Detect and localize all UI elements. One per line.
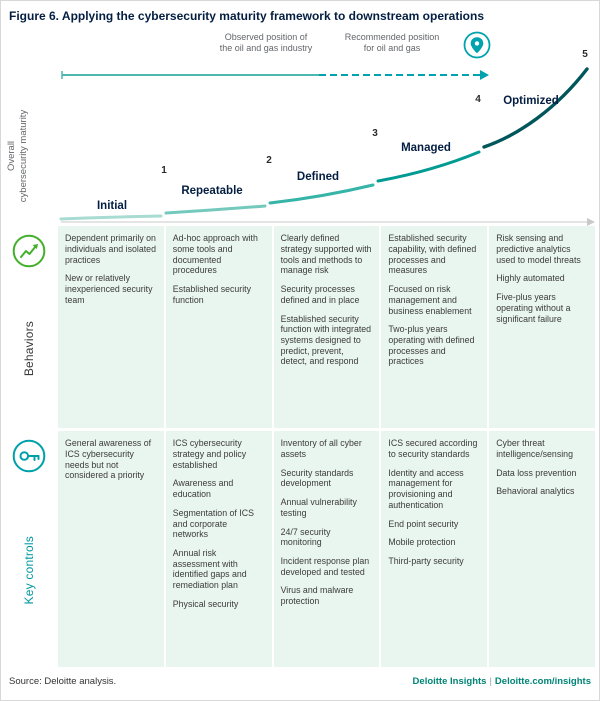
cell-paragraph: ICS secured according to security standa…	[388, 438, 478, 459]
cell-paragraph: ICS cybersecurity strategy and policy es…	[172, 438, 247, 470]
maturity-curve	[59, 67, 589, 221]
position-axis	[61, 70, 489, 81]
brand-name: Deloitte Insights	[412, 676, 487, 688]
level-4: 4	[475, 94, 481, 105]
cell-paragraph: Annual vulnerability testing	[280, 497, 357, 518]
cell-paragraph: Security standards development	[280, 467, 354, 489]
stage-label-repeatable: Repeatable	[181, 185, 242, 197]
cell-keycontrols-initial: General awareness of ICS cybersecurity n…	[58, 431, 164, 668]
behaviors-row-label: Behaviors	[21, 320, 36, 376]
level-3: 3	[372, 128, 378, 139]
brand-line: Deloitte Insights|Deloitte.com/insights	[413, 676, 591, 687]
baseline-axis	[61, 218, 595, 227]
cell-paragraph: End point security	[388, 518, 459, 529]
cell-paragraph: Data loss prevention	[496, 467, 577, 478]
cell-paragraph: Third-party security	[388, 555, 464, 566]
cell-paragraph: Security processes defined and in place	[280, 284, 360, 305]
key-controls-row-header: Key controls	[1, 431, 56, 668]
growth-chart-icon	[12, 234, 45, 268]
cell-paragraph: Physical security	[172, 598, 239, 609]
cell-paragraph: Identity and access management for provi…	[388, 467, 464, 510]
cell-paragraph: Awareness and education	[172, 478, 234, 500]
cell-paragraph: Mobile protection	[388, 537, 456, 548]
figure-title: Figure 6. Applying the cybersecurity mat…	[9, 9, 484, 23]
source-note: Source: Deloitte analysis.	[9, 676, 117, 688]
brand-url: Deloitte.com/insights	[494, 676, 591, 688]
cell-paragraph: Highly automated	[496, 273, 565, 284]
cell-paragraph: Established security capability, with de…	[388, 233, 477, 276]
level-2: 2	[266, 155, 272, 166]
brand-separator: |	[489, 676, 492, 688]
level-5: 5	[582, 49, 588, 60]
cell-behaviors-repeatable: Ad-hoc approach with some tools and docu…	[165, 226, 272, 429]
cell-paragraph: Segmentation of ICS and corporate networ…	[172, 507, 254, 540]
cell-behaviors-managed: Established security capability, with de…	[381, 226, 488, 429]
recommended-position-label-line2: for oil and gas	[364, 43, 421, 53]
cell-keycontrols-managed: ICS secured according to security standa…	[381, 431, 488, 668]
cell-behaviors-optimized: Risk sensing and predictive analytics us…	[489, 226, 595, 429]
observed-position-label-line1: Observed position of	[225, 32, 308, 42]
figure-footer: Source: Deloitte analysis. Deloitte Insi…	[1, 667, 599, 687]
axis-arrow-icon	[587, 218, 595, 227]
cell-paragraph: Annual risk assessment with identified g…	[172, 547, 247, 591]
cell-paragraph: Cyber threat intelligence/sensing	[496, 438, 573, 459]
stage-label-optimized: Optimized	[503, 95, 559, 107]
cell-paragraph: Ad-hoc approach with some tools and docu…	[172, 233, 258, 276]
y-axis-label-line2: cybersecurity maturity	[18, 110, 29, 203]
observed-position-label-line2: the oil and gas industry	[220, 43, 313, 53]
stage-label-initial: Initial	[97, 200, 127, 212]
y-axis-label: Overall cybersecurity maturity	[6, 110, 29, 203]
stage-label-managed: Managed	[401, 142, 451, 154]
curve-segment-repeatable	[164, 204, 267, 215]
curve-segment-initial	[59, 214, 163, 221]
cell-paragraph: Behavioral analytics	[496, 486, 575, 497]
key-icon	[12, 439, 45, 473]
cell-paragraph: Clearly defined strategy supported with …	[280, 233, 372, 276]
cell-paragraph: Dependent primarily on individuals and i…	[65, 233, 156, 265]
recommended-position-label-line1: Recommended position	[345, 32, 440, 42]
cell-paragraph: Virus and malware protection	[280, 585, 354, 607]
curve-segment-defined	[268, 183, 375, 205]
cell-paragraph: Five-plus years operating without a sign…	[496, 292, 571, 324]
cell-paragraph: Focused on risk management and business …	[388, 284, 472, 316]
cell-behaviors-defined: Clearly defined strategy supported with …	[273, 226, 380, 429]
cell-paragraph: New or relatively inexperienced security…	[65, 273, 153, 305]
cell-keycontrols-repeatable: ICS cybersecurity strategy and policy es…	[165, 431, 272, 668]
behaviors-row-header: Behaviors	[1, 226, 56, 429]
cell-paragraph: Incident response plan developed and tes…	[280, 555, 370, 577]
key-controls-row-label: Key controls	[21, 535, 36, 605]
cell-paragraph: General awareness of ICS cybersecurity n…	[65, 438, 152, 481]
cell-paragraph: Two-plus years operating with defined pr…	[388, 324, 475, 367]
arrow-right-icon	[480, 70, 489, 81]
curve-segment-managed	[376, 150, 481, 183]
cell-paragraph: Established security function with integ…	[280, 313, 372, 367]
location-pin-icon	[463, 31, 491, 59]
cell-paragraph: Established security function	[172, 284, 252, 305]
cell-paragraph: 24/7 security monitoring	[280, 526, 331, 548]
maturity-table: Behaviors Dependent primarily on individ…	[1, 226, 595, 668]
curve-segment-optimized	[482, 67, 589, 149]
cell-paragraph: Inventory of all cyber assets	[280, 438, 362, 459]
level-1: 1	[161, 165, 167, 176]
maturity-curve-chart: Overall cybersecurity maturity Observed …	[6, 31, 595, 227]
cell-paragraph: Risk sensing and predictive analytics us…	[496, 233, 581, 265]
y-axis-label-line1: Overall	[6, 141, 17, 171]
stage-label-defined: Defined	[297, 171, 339, 183]
cell-behaviors-initial: Dependent primarily on individuals and i…	[58, 226, 164, 429]
